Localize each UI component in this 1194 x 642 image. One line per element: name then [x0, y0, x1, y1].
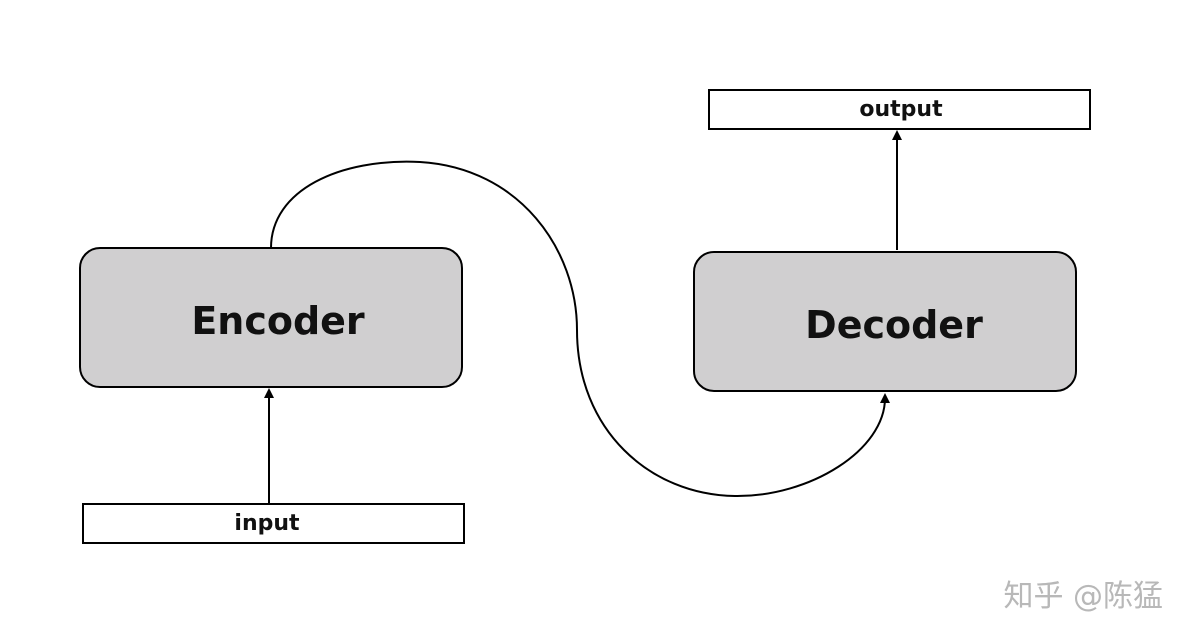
- watermark-text: 知乎 @陈猛: [1003, 579, 1163, 614]
- encoder-block: Encoder: [79, 247, 463, 388]
- decoder-block: Decoder: [693, 251, 1077, 392]
- output-label: output: [859, 97, 943, 122]
- output-box: [708, 89, 1091, 130]
- output-block: output: [708, 89, 1091, 130]
- encoder-to-decoder-curve: [270, 160, 890, 498]
- decoder-box: [693, 251, 1077, 392]
- input-label: input: [234, 511, 300, 536]
- encoder-label: Encoder: [191, 299, 365, 343]
- input-box: [82, 503, 465, 544]
- encoder-box: [79, 247, 463, 388]
- input-block: input: [82, 503, 465, 544]
- decoder-label: Decoder: [805, 303, 983, 347]
